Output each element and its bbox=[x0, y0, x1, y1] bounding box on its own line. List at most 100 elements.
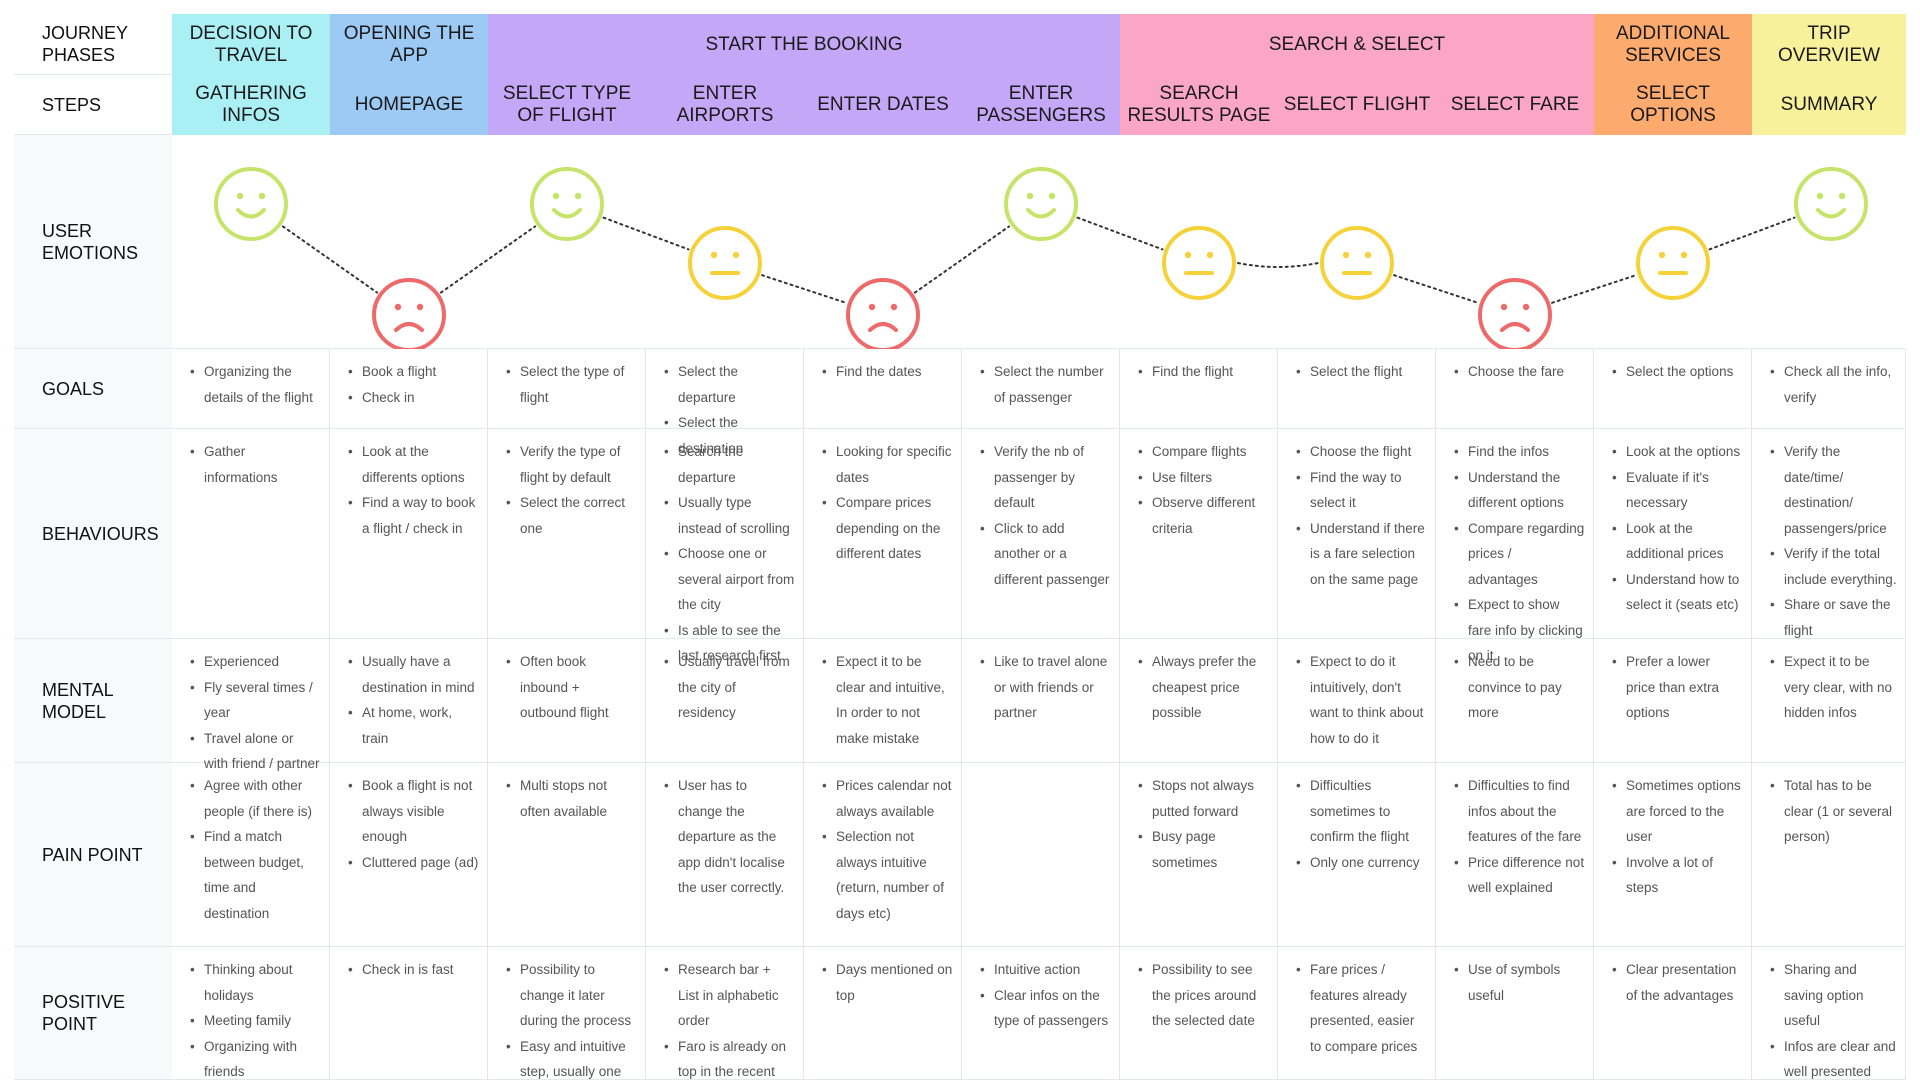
behaviours-item: Verify the date/time/ destination/ passe… bbox=[1770, 439, 1897, 541]
mental-model-item: Always prefer the cheapest price possibl… bbox=[1138, 649, 1269, 726]
mental-model-cell: Usually have a destination in mindAt hom… bbox=[330, 639, 488, 763]
mental-model-cell: Prefer a lower price than extra options bbox=[1594, 639, 1752, 763]
mental-model-item: Fly several times / year bbox=[190, 675, 321, 726]
behaviours-cell: Look at the optionsEvaluate if it's nece… bbox=[1594, 429, 1752, 639]
pain-point-cell: Multi stops not often available bbox=[488, 763, 646, 947]
positive-point-item: Meeting family bbox=[190, 1008, 321, 1034]
positive-point-item: Easy and intuitive step, usually one bbox=[506, 1034, 637, 1085]
neutral-face-icon bbox=[1320, 226, 1394, 300]
positive-point-list: Thinking about holidaysMeeting familyOrg… bbox=[182, 957, 321, 1085]
pain-point-list: Difficulties sometimes to confirm the fl… bbox=[1288, 773, 1427, 875]
sad-face-icon bbox=[1478, 278, 1552, 349]
pain-point-cell bbox=[962, 763, 1120, 947]
behaviours-list: Compare flightsUse filtersObserve differ… bbox=[1130, 439, 1269, 541]
step-select-type-of-flight: SELECT TYPE OF FLIGHT bbox=[488, 75, 646, 135]
goals-list: Select the number of passenger bbox=[972, 359, 1111, 410]
pain-point-list: Book a flight is not always visible enou… bbox=[340, 773, 479, 875]
mental-model-list: Need to be convince to pay more bbox=[1446, 649, 1585, 726]
phase-trip-overview: TRIP OVERVIEW bbox=[1752, 14, 1906, 75]
emotion-connector bbox=[602, 216, 690, 251]
mental-model-list: Expect it to be very clear, with no hidd… bbox=[1762, 649, 1897, 726]
goals-item: Choose the fare bbox=[1454, 359, 1585, 385]
pain-point-cell: Difficulties to find infos about the fea… bbox=[1436, 763, 1594, 947]
goals-cell: Select the options bbox=[1594, 349, 1752, 429]
pain-point-list: Sometimes options are forced to the user… bbox=[1604, 773, 1743, 901]
pain-point-item: Prices calendar not always available bbox=[822, 773, 953, 824]
behaviours-item: Choose one or several airport from the c… bbox=[664, 541, 795, 618]
step-select-options: SELECT OPTIONS bbox=[1594, 75, 1752, 135]
positive-point-item: Intuitive action bbox=[980, 957, 1111, 983]
positive-point-list: Check in is fast bbox=[340, 957, 479, 983]
pain-point-item: Book a flight is not always visible enou… bbox=[348, 773, 479, 850]
mental-model-cell: Expect it to be clear and intuitive, In … bbox=[804, 639, 962, 763]
mental-model-item: Like to travel alone or with friends or … bbox=[980, 649, 1111, 726]
row-label-pain-point: PAIN POINT bbox=[14, 763, 172, 947]
behaviours-list: Look at the differents optionsFind a way… bbox=[340, 439, 479, 541]
step-search-results-page: SEARCH RESULTS PAGE bbox=[1120, 75, 1278, 135]
goals-cell: Find the flight bbox=[1120, 349, 1278, 429]
pain-point-item: Cluttered page (ad) bbox=[348, 850, 479, 876]
positive-point-item: Research bar + List in alphabetic order bbox=[664, 957, 795, 1034]
behaviours-item: Looking for specific dates bbox=[822, 439, 953, 490]
sad-face-icon bbox=[372, 278, 446, 349]
phase-search-and-select: SEARCH & SELECT bbox=[1120, 14, 1594, 75]
mental-model-list: Prefer a lower price than extra options bbox=[1604, 649, 1743, 726]
goals-cell: Select the flight bbox=[1278, 349, 1436, 429]
step-select-flight: SELECT FLIGHT bbox=[1278, 75, 1436, 135]
positive-point-item: Possibility to see the prices around the… bbox=[1138, 957, 1269, 1034]
behaviours-item: Look at the options bbox=[1612, 439, 1743, 465]
pain-point-item: Total has to be clear (1 or several pers… bbox=[1770, 773, 1897, 850]
behaviours-item: Compare regarding prices / advantages bbox=[1454, 516, 1585, 593]
goals-cell: Select the departureSelect the destinati… bbox=[646, 349, 804, 456]
mental-model-cell: Expect to do it intuitively, don't want … bbox=[1278, 639, 1436, 763]
step-enter-airports: ENTER AIRPORTS bbox=[646, 75, 804, 135]
pain-point-list: Agree with other people (if there is)Fin… bbox=[182, 773, 321, 926]
emotion-connector bbox=[1393, 274, 1479, 304]
pain-point-item: Only one currency bbox=[1296, 850, 1427, 876]
pain-point-cell: Book a flight is not always visible enou… bbox=[330, 763, 488, 947]
positive-point-item: Faro is already on top in the recent bbox=[664, 1034, 795, 1085]
pain-point-item: Multi stops not often available bbox=[506, 773, 637, 824]
sad-face-icon bbox=[846, 278, 920, 349]
behaviours-item: Use filters bbox=[1138, 465, 1269, 491]
emotion-connector bbox=[439, 225, 537, 294]
behaviours-item: Observe different criteria bbox=[1138, 490, 1269, 541]
neutral-face-icon bbox=[1162, 226, 1236, 300]
positive-point-item: Fare prices / features already presented… bbox=[1296, 957, 1427, 1059]
behaviours-cell: Verify the nb of passenger by defaultCli… bbox=[962, 429, 1120, 639]
mental-model-list: Expect it to be clear and intuitive, In … bbox=[814, 649, 953, 751]
pain-point-list: Prices calendar not always availableSele… bbox=[814, 773, 953, 926]
pain-point-item: User has to change the departure as the … bbox=[664, 773, 795, 901]
row-label-steps: STEPS bbox=[14, 75, 172, 135]
step-summary: SUMMARY bbox=[1752, 75, 1906, 135]
neutral-face-icon bbox=[1636, 226, 1710, 300]
pain-point-item: Stops not always putted forward bbox=[1138, 773, 1269, 824]
phase-decision-to-travel: DECISION TO TRAVEL bbox=[172, 14, 330, 75]
emotion-connector bbox=[1551, 274, 1637, 304]
phase-opening-the-app: OPENING THE APP bbox=[330, 14, 488, 75]
positive-point-item: Use of symbols useful bbox=[1454, 957, 1585, 1008]
positive-point-list: Use of symbols useful bbox=[1446, 957, 1585, 1008]
mental-model-cell: Like to travel alone or with friends or … bbox=[962, 639, 1120, 763]
behaviours-item: Understand how to select it (seats etc) bbox=[1612, 567, 1743, 618]
positive-point-list: Sharing and saving option usefulInfos ar… bbox=[1762, 957, 1897, 1085]
journey-map: JOURNEY PHASES STEPS USER EMOTIONS GOALS… bbox=[14, 14, 1906, 1080]
goals-item: Check all the info, verify bbox=[1770, 359, 1897, 410]
row-label-behaviours: BEHAVIOURS bbox=[14, 429, 172, 639]
mental-model-item: Often book inbound + outbound flight bbox=[506, 649, 637, 726]
goals-item: Select the type of flight bbox=[506, 359, 637, 410]
goals-list: Organizing the details of the flight bbox=[182, 359, 321, 410]
behaviours-list: Find the infosUnderstand the different o… bbox=[1446, 439, 1585, 669]
behaviours-cell: Verify the type of flight by defaultSele… bbox=[488, 429, 646, 639]
behaviours-list: Look at the optionsEvaluate if it's nece… bbox=[1604, 439, 1743, 618]
pain-point-item: Agree with other people (if there is) bbox=[190, 773, 321, 824]
goals-item: Book a flight bbox=[348, 359, 479, 385]
behaviours-cell: Looking for specific datesCompare prices… bbox=[804, 429, 962, 639]
goals-cell: Choose the fare bbox=[1436, 349, 1594, 429]
behaviours-item: Find the way to select it bbox=[1296, 465, 1427, 516]
happy-face-icon bbox=[214, 167, 288, 241]
behaviours-item: Look at the additional prices bbox=[1612, 516, 1743, 567]
goals-list: Select the options bbox=[1604, 359, 1743, 385]
mental-model-list: Often book inbound + outbound flight bbox=[498, 649, 637, 726]
pain-point-list: Stops not always putted forwardBusy page… bbox=[1130, 773, 1269, 875]
